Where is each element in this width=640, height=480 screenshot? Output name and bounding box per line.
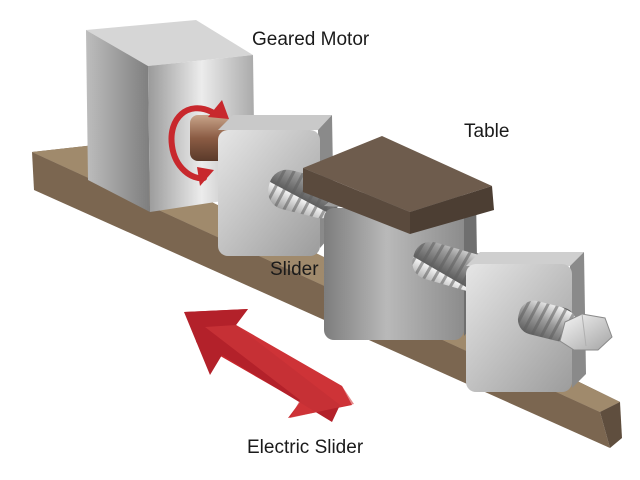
label-table: Table (464, 121, 510, 142)
label-slider: Slider (270, 259, 319, 280)
double-arrow-icon (184, 309, 354, 422)
label-electric-slider: Electric Slider (247, 437, 364, 458)
rotation-arrow-icon (168, 100, 229, 186)
table-plate (303, 136, 494, 234)
screw-end-nut (517, 300, 613, 351)
label-geared-motor: Geared Motor (252, 29, 370, 50)
